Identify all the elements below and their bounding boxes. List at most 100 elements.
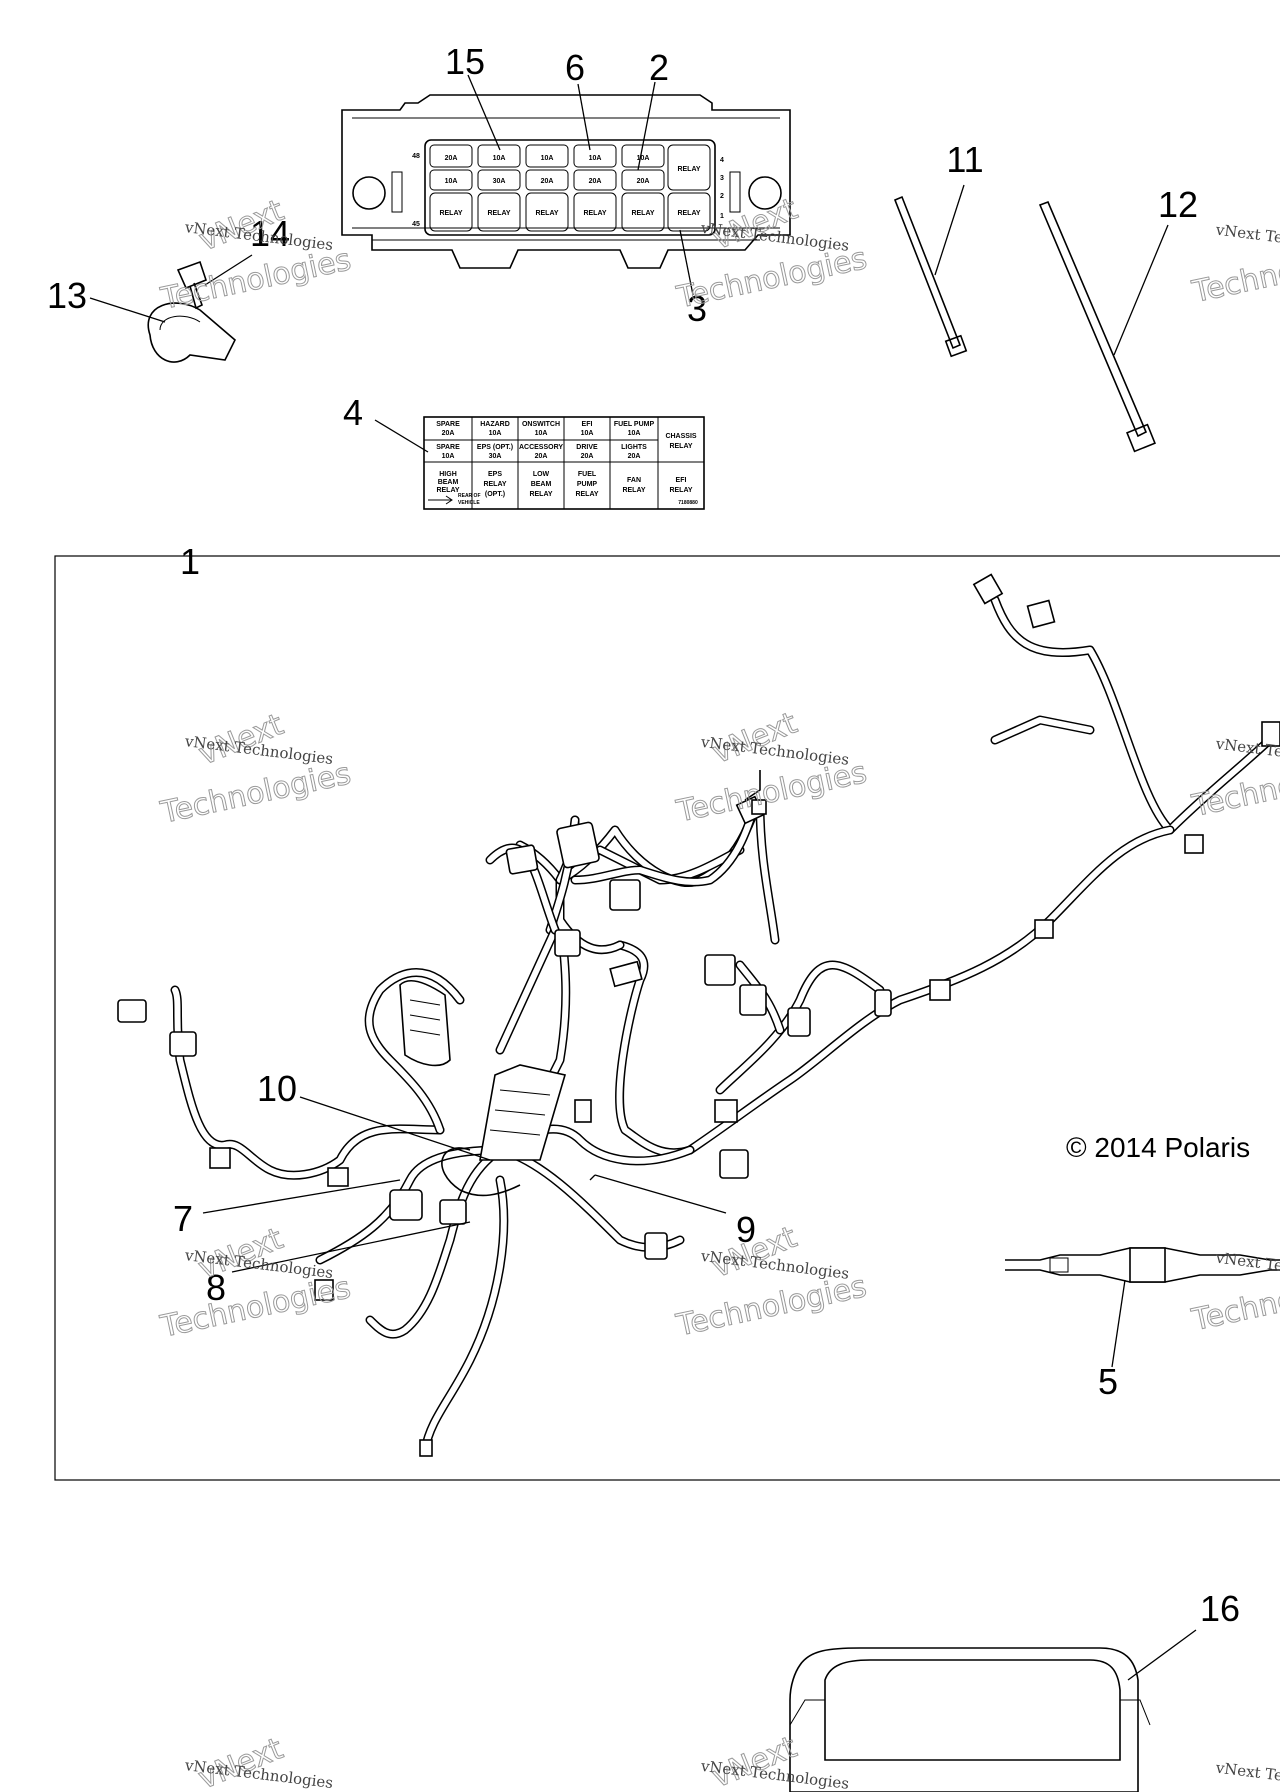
svg-text:20A: 20A (442, 430, 455, 437)
svg-text:vNext Technologies: vNext Technologies (1214, 1248, 1280, 1284)
fuse-mid-3: 20A (541, 178, 554, 185)
inline-fuse-holder (1005, 1247, 1280, 1283)
callout-7: 7 (173, 1198, 193, 1239)
callout-5: 5 (1098, 1361, 1118, 1402)
callout-1: 1 (180, 541, 200, 582)
cable-tie-long (1038, 200, 1156, 453)
svg-text:RELAY: RELAY (669, 487, 692, 494)
svg-text:30A: 30A (489, 453, 502, 460)
copyright-text: © 2014 Polaris (1066, 1132, 1250, 1163)
relay-top-label: RELAY (677, 166, 700, 173)
svg-text:vNext Technologies: vNext Technologies (1214, 1758, 1280, 1792)
svg-text:Technologies: Technologies (1189, 236, 1280, 311)
svg-text:Technologies: Technologies (673, 1269, 870, 1344)
watermark-8: vNext vNext Technologies Technologies (672, 1219, 870, 1344)
label-rear-of: REAR OF (458, 493, 481, 499)
callout-12: 12 (1158, 184, 1198, 225)
fuse-mid-5: 20A (637, 178, 650, 185)
watermark-2: vNext vNext Technologies Technologies (673, 191, 871, 316)
relay-label-2: RELAY (487, 210, 510, 217)
callout-14: 14 (250, 213, 290, 254)
svg-text:10A: 10A (535, 430, 548, 437)
fuse-box-assembly: 20A 10A 10A 10A 10A 10A 30A 20A 20A 20A … (341, 94, 791, 269)
fuse-label-decal: SPARE 20A HAZARD 10A ONSWITCH 10A EFI 10… (423, 416, 705, 510)
svg-text:EFI: EFI (582, 421, 593, 428)
svg-text:ONSWITCH: ONSWITCH (522, 421, 560, 428)
relay-column-right: RELAY (667, 144, 711, 191)
svg-text:BEAM: BEAM (531, 481, 552, 488)
svg-text:20A: 20A (535, 453, 548, 460)
svg-text:HAZARD: HAZARD (480, 421, 510, 428)
fuse-top-3: 10A (541, 155, 554, 162)
pin-label-1: 1 (720, 213, 724, 220)
label-vehicle: VEHICLE (458, 500, 480, 506)
fuse-top-1: 20A (445, 155, 458, 162)
svg-text:EPS: EPS (488, 471, 502, 478)
pin-label-3: 3 (720, 175, 724, 182)
callout-8: 8 (206, 1267, 226, 1308)
svg-text:LIGHTS: LIGHTS (621, 444, 647, 451)
label-part-number: 7180880 (678, 500, 698, 506)
callout-2: 2 (649, 47, 669, 88)
arrow-icon (428, 495, 453, 505)
watermark-10: vNext vNext Technologies (183, 1731, 334, 1792)
fuse-row-top: 20A 10A 10A 10A 10A (429, 144, 665, 168)
callout-6: 6 (565, 47, 585, 88)
watermark-12: vNext Technologies (1214, 1758, 1280, 1792)
pin-label-48: 48 (412, 153, 420, 160)
svg-text:Technologies: Technologies (157, 1270, 354, 1345)
relay-label-4: RELAY (583, 210, 606, 217)
watermark-7: vNext vNext Technologies Technologies (156, 1221, 354, 1346)
svg-text:10A: 10A (442, 453, 455, 460)
fuse-mid-2: 30A (493, 178, 506, 185)
label-chassis: CHASSIS (665, 433, 696, 440)
svg-text:Technologies: Technologies (1188, 750, 1280, 825)
fuse-row-middle: 10A 30A 20A 20A 20A (429, 169, 665, 191)
callout-9: 9 (736, 1209, 756, 1250)
watermark-5: vNext vNext Technologies Technologies (673, 705, 871, 830)
svg-text:FUEL: FUEL (578, 471, 597, 478)
svg-text:FAN: FAN (627, 477, 641, 484)
relay-label-6: RELAY (677, 210, 700, 217)
p-clamp (147, 302, 236, 363)
fuse-mid-4: 20A (589, 178, 602, 185)
callout-16: 16 (1200, 1588, 1240, 1629)
push-fastener (176, 260, 207, 310)
svg-text:RELAY: RELAY (529, 491, 552, 498)
callout-4: 4 (343, 392, 363, 433)
watermark-9: vNext Technologies Technologies (1188, 1248, 1280, 1338)
svg-text:ACCESSORY: ACCESSORY (519, 444, 563, 451)
svg-text:HIGH: HIGH (439, 471, 457, 478)
fuse-top-2: 10A (493, 155, 506, 162)
watermark-3: vNext Technologies Technologies (1188, 220, 1280, 311)
relay-row-bottom: RELAY RELAY RELAY RELAY RELAY RELAY (429, 192, 711, 232)
fuse-box-cover (789, 1647, 1151, 1792)
svg-text:SPARE: SPARE (436, 444, 460, 451)
watermark-4: vNext vNext Technologies Technologies (157, 707, 355, 832)
callout-13: 13 (47, 275, 87, 316)
svg-text:Technologies: Technologies (673, 755, 870, 830)
watermark-1: vNext vNext Technologies Technologies (157, 193, 355, 318)
label-row-2: SPARE 10A EPS (OPT.) 30A ACCESSORY 20A D… (436, 444, 647, 460)
svg-text:EPS (OPT.): EPS (OPT.) (477, 444, 513, 451)
harness-fuse-box (441, 1064, 567, 1197)
svg-text:20A: 20A (628, 453, 641, 460)
harness-relay-block (399, 980, 451, 1067)
label-chassis-relay: RELAY (669, 443, 692, 450)
svg-text:vNext Technologies: vNext Technologies (1214, 220, 1280, 256)
svg-text:(OPT.): (OPT.) (485, 491, 505, 498)
label-row-3: HIGH BEAM RELAY EPS RELAY (OPT.) LOW BEA… (436, 471, 692, 498)
svg-text:FUEL PUMP: FUEL PUMP (614, 421, 655, 428)
svg-text:10A: 10A (581, 430, 594, 437)
callout-11: 11 (946, 139, 983, 180)
svg-text:RELAY: RELAY (622, 487, 645, 494)
svg-text:RELAY: RELAY (483, 481, 506, 488)
callout-3: 3 (687, 288, 707, 329)
svg-text:10A: 10A (489, 430, 502, 437)
callout-numbers: 15 6 2 11 12 14 13 3 4 1 10 7 8 9 5 16 (47, 41, 1240, 1629)
svg-text:LOW: LOW (533, 471, 550, 478)
svg-text:RELAY: RELAY (436, 487, 459, 494)
pin-label-4: 4 (720, 157, 724, 164)
svg-text:PUMP: PUMP (577, 481, 598, 488)
fuse-top-5: 10A (637, 155, 650, 162)
